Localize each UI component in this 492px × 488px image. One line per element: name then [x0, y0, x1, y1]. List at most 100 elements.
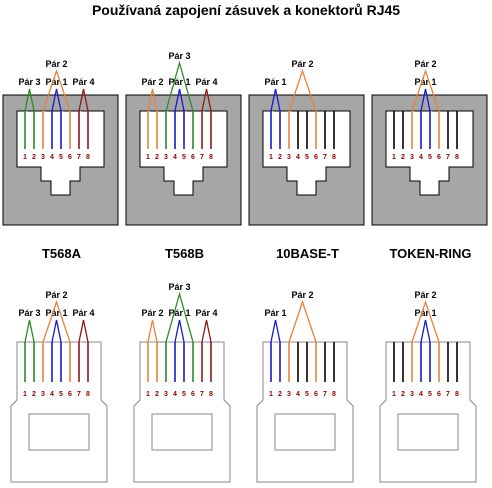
pair-label-2: Pár 2 — [141, 77, 163, 87]
pin-number-6: 6 — [68, 391, 72, 398]
pin-number-7: 7 — [200, 154, 204, 161]
pair-hook-1 — [270, 319, 281, 343]
pin-number-1: 1 — [23, 391, 27, 398]
plug-body — [256, 341, 354, 483]
plug-body — [379, 341, 477, 483]
pair-hook-1 — [420, 88, 431, 112]
pair-label-2: Pár 2 — [45, 290, 67, 300]
label-token-ring: TOKEN-RING — [389, 246, 472, 261]
pair-hook-2 — [411, 299, 440, 343]
pair-label-3: Pár 3 — [18, 77, 40, 87]
pin-number-4: 4 — [173, 391, 177, 398]
diagram-title: Používaná zapojení zásuvek a konektorů R… — [91, 2, 401, 18]
pair-hook-1 — [51, 319, 62, 343]
socket-cavity — [385, 110, 474, 196]
pair-label-2: Pár 2 — [291, 59, 313, 69]
pin-number-6: 6 — [314, 391, 318, 398]
pair-label-1: Pár 1 — [168, 77, 190, 87]
pin-number-4: 4 — [50, 154, 54, 161]
pair-label-1: Pár 1 — [414, 308, 436, 318]
pin-number-5: 5 — [305, 391, 309, 398]
pair-hook-4 — [201, 88, 212, 112]
pin-number-8: 8 — [455, 391, 459, 398]
pair-hook-3 — [24, 88, 35, 112]
pair-label-3: Pár 3 — [18, 308, 40, 318]
pair-label-1: Pár 1 — [414, 77, 436, 87]
pair-hook-1 — [174, 88, 185, 112]
pair-hook-4 — [78, 88, 89, 112]
pin-number-6: 6 — [191, 154, 195, 161]
pair-hook-2 — [42, 299, 71, 343]
plug-body — [133, 341, 231, 483]
pair-label-1: Pár 1 — [264, 308, 286, 318]
pair-hook-2 — [42, 68, 71, 112]
pin-number-2: 2 — [401, 154, 405, 161]
pin-number-1: 1 — [146, 154, 150, 161]
pair-label-2: Pár 2 — [141, 308, 163, 318]
pair-label-3: Pár 3 — [168, 51, 190, 61]
pin-number-8: 8 — [455, 154, 459, 161]
label-t568b: T568B — [164, 246, 205, 261]
pair-label-4: Pár 4 — [195, 308, 217, 318]
pin-number-7: 7 — [77, 154, 81, 161]
pin-number-1: 1 — [269, 154, 273, 161]
pin-number-4: 4 — [50, 391, 54, 398]
pair-hook-3 — [24, 319, 35, 343]
pin-number-5: 5 — [428, 391, 432, 398]
pin-number-3: 3 — [287, 391, 291, 398]
pair-label-4: Pár 4 — [195, 77, 217, 87]
pin-number-2: 2 — [32, 391, 36, 398]
pair-hook-2 — [147, 88, 158, 112]
pair-label-2: Pár 2 — [414, 290, 436, 300]
pin-number-1: 1 — [23, 154, 27, 161]
pin-number-2: 2 — [155, 154, 159, 161]
pin-number-2: 2 — [155, 391, 159, 398]
pin-number-1: 1 — [146, 391, 150, 398]
socket-cavity — [16, 110, 105, 196]
pin-number-6: 6 — [437, 391, 441, 398]
pin-number-4: 4 — [296, 154, 300, 161]
pin-number-8: 8 — [209, 154, 213, 161]
pin-number-7: 7 — [446, 391, 450, 398]
pair-hook-3 — [165, 60, 194, 112]
pair-label-3: Pár 3 — [168, 282, 190, 292]
pin-number-3: 3 — [410, 391, 414, 398]
pin-number-8: 8 — [332, 154, 336, 161]
pin-number-3: 3 — [41, 391, 45, 398]
pin-number-1: 1 — [269, 391, 273, 398]
pin-number-7: 7 — [200, 391, 204, 398]
pin-number-5: 5 — [428, 154, 432, 161]
pair-label-4: Pár 4 — [72, 77, 94, 87]
pair-hook-2 — [147, 319, 158, 343]
socket-cavity — [139, 110, 228, 196]
pair-label-1: Pár 1 — [45, 308, 67, 318]
pin-number-5: 5 — [305, 154, 309, 161]
pair-label-2: Pár 2 — [45, 59, 67, 69]
pin-number-8: 8 — [209, 391, 213, 398]
pair-label-2: Pár 2 — [414, 59, 436, 69]
plug-latch — [28, 413, 90, 451]
label-10base-t: 10BASE-T — [276, 246, 339, 261]
pin-number-6: 6 — [314, 154, 318, 161]
pin-number-8: 8 — [86, 391, 90, 398]
plug-body — [10, 341, 108, 483]
pin-number-5: 5 — [59, 391, 63, 398]
pin-number-2: 2 — [278, 391, 282, 398]
pair-hook-1 — [174, 319, 185, 343]
pair-label-4: Pár 4 — [72, 308, 94, 318]
pair-label-1: Pár 1 — [264, 77, 286, 87]
pair-label-1: Pár 1 — [45, 77, 67, 87]
pin-number-1: 1 — [392, 391, 396, 398]
pin-number-4: 4 — [296, 391, 300, 398]
pair-label-1: Pár 1 — [168, 308, 190, 318]
plug-latch — [397, 413, 459, 451]
pin-number-6: 6 — [68, 154, 72, 161]
pin-number-3: 3 — [410, 154, 414, 161]
pin-number-2: 2 — [278, 154, 282, 161]
pin-number-5: 5 — [182, 154, 186, 161]
pair-hook-1 — [51, 88, 62, 112]
plug-latch — [274, 413, 336, 451]
pin-number-3: 3 — [164, 391, 168, 398]
pair-hook-3 — [165, 291, 194, 343]
